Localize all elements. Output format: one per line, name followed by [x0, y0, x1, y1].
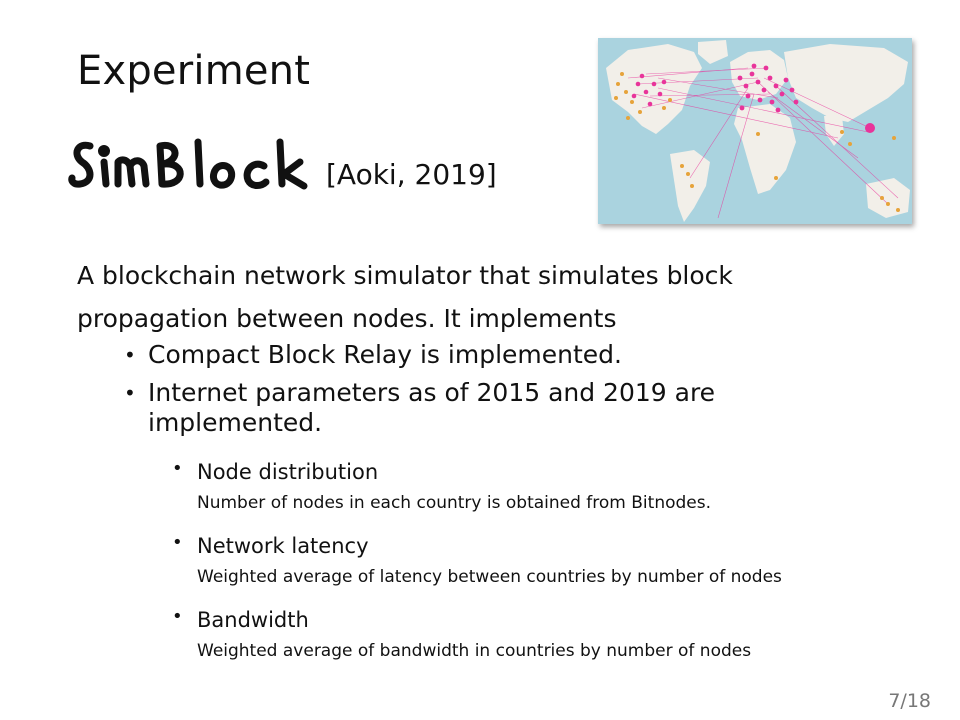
sub-bullet-title: Network latency	[197, 534, 369, 558]
sub-bullet-title: Bandwidth	[197, 608, 309, 632]
sub-bullet-list: • Node distribution Number of nodes in e…	[172, 456, 872, 678]
simblock-logo-icon	[68, 138, 308, 190]
citation: [Aoki, 2019]	[326, 158, 497, 191]
sub-bullet-description: Weighted average of bandwidth in countri…	[197, 641, 752, 661]
bullet-icon: •	[172, 532, 183, 553]
sub-bullet-description: Weighted average of latency between coun…	[197, 567, 782, 587]
list-item: • Node distribution Number of nodes in e…	[172, 456, 872, 530]
intro-paragraph: A blockchain network simulator that simu…	[77, 261, 733, 333]
main-bullet-list: • Compact Block Relay is implemented. • …	[124, 340, 824, 446]
page-number: 7/18	[888, 690, 931, 712]
bullet-icon: •	[124, 343, 136, 367]
list-item: • Bandwidth Weighted average of bandwidt…	[172, 604, 872, 678]
sub-bullet-title: Node distribution	[197, 460, 379, 484]
bullet-icon: •	[172, 606, 183, 627]
list-item: • Compact Block Relay is implemented.	[124, 340, 824, 370]
sub-bullet-description: Number of nodes in each country is obtai…	[197, 493, 712, 513]
list-item: • Internet parameters as of 2015 and 201…	[124, 378, 824, 438]
slide-title: Experiment	[77, 48, 311, 94]
bullet-text: Internet parameters as of 2015 and 2019 …	[148, 378, 716, 437]
list-item: • Network latency Weighted average of la…	[172, 530, 872, 604]
bullet-icon: •	[124, 381, 136, 405]
bullet-icon: •	[172, 458, 183, 479]
bullet-text: Compact Block Relay is implemented.	[148, 340, 622, 369]
world-map-network-image	[598, 38, 912, 224]
